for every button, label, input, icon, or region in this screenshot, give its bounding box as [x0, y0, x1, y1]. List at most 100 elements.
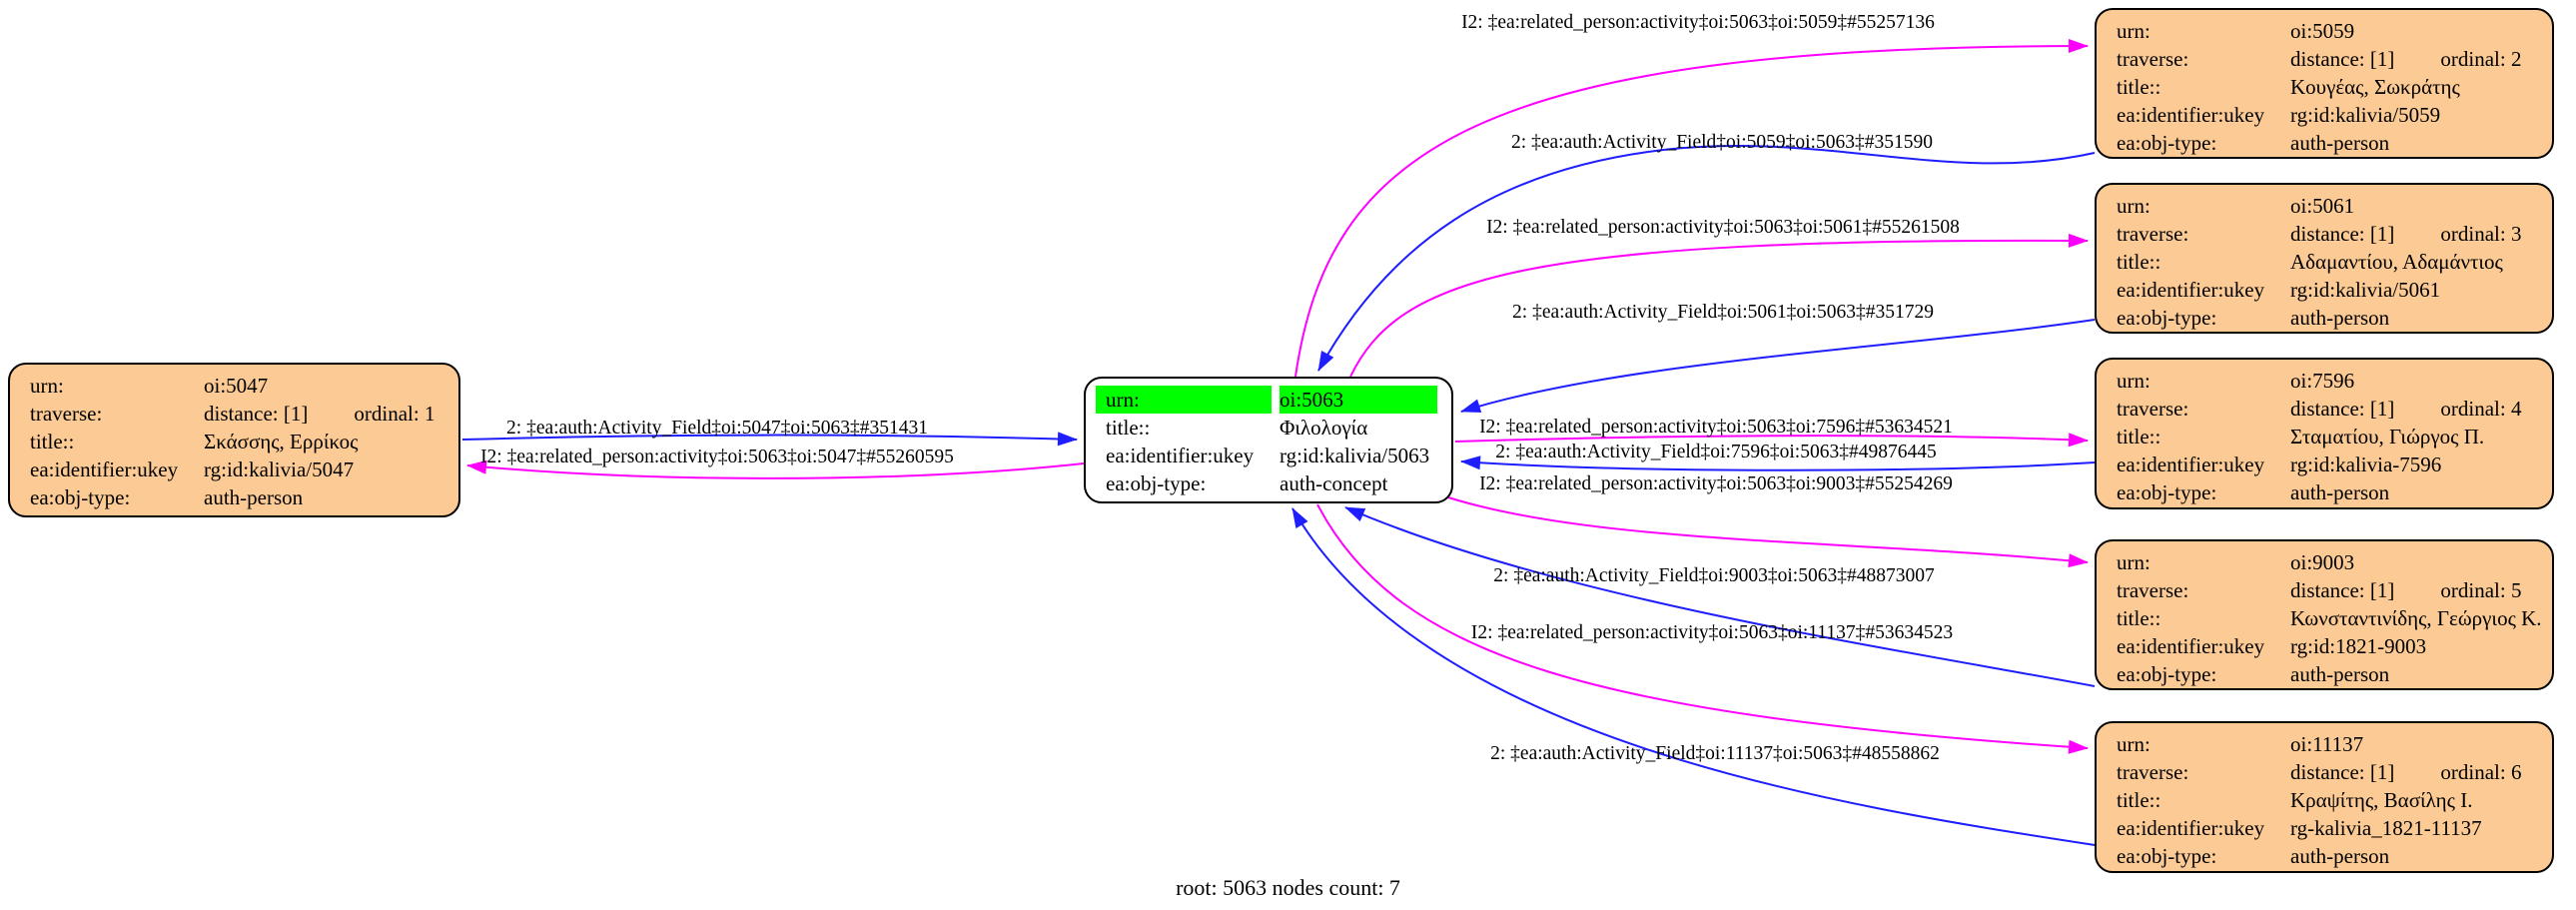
- field-label-ukey: ea:identifier:ukey: [2117, 816, 2265, 840]
- edge-label-m5061: I2: ‡ea:related_person:activity‡oi:5063‡…: [1486, 217, 1960, 238]
- traverse-distance: distance: [1]: [2290, 397, 2395, 421]
- edge-label-m9003: I2: ‡ea:related_person:activity‡oi:5063‡…: [1479, 473, 1953, 494]
- field-value-ukey: rg-kalivia_1821-11137: [2290, 816, 2482, 840]
- edge-label-m5059: I2: ‡ea:related_person:activity‡oi:5063‡…: [1461, 12, 1935, 33]
- edge-label-b5059: 2: ‡ea:auth:Activity_Field‡oi:5059‡oi:50…: [1511, 132, 1933, 153]
- field-value-urn: oi:7596: [2290, 369, 2355, 393]
- field-value-title: Κωνσταντινίδης, Γεώργιος Κ.: [2290, 606, 2542, 630]
- field-label-urn: urn:: [2117, 19, 2150, 43]
- field-value-traverse: distance: [1] ordinal: 5: [2290, 576, 2538, 604]
- field-label-traverse: traverse:: [2117, 578, 2189, 602]
- field-traverse: traverse:distance: [1]ordinal: 3: [2097, 220, 2552, 248]
- field-value-objtype: auth-person: [204, 485, 304, 509]
- field-label-traverse: traverse:: [2117, 760, 2189, 784]
- field-traverse: traverse: distance: [1] ordinal: 6: [2097, 758, 2552, 786]
- field-value-traverse: distance: [1]ordinal: 4: [2290, 395, 2538, 423]
- field-value-traverse: distance: [1] ordinal: 3: [2290, 220, 2538, 248]
- field-label-objtype: ea:obj-type:: [2117, 662, 2217, 686]
- field-value-objtype: auth-person: [2290, 480, 2390, 504]
- field-urn: urn:oi:9003: [2097, 548, 2552, 576]
- edge-m7596: [1454, 433, 2089, 448]
- field-label-title: title::: [2117, 250, 2161, 274]
- edge-b5061: [1460, 319, 2096, 413]
- field-traverse: traverse:distance: [1]ordinal: 1: [10, 400, 458, 428]
- field-value-urn: oi:5063: [1280, 386, 1437, 414]
- edge-label-m11137: I2: ‡ea:related_person:activity‡oi:5063‡…: [1470, 622, 1954, 643]
- field-title: title::Αδαμαντίου, Αδαμάντιος: [2097, 248, 2552, 276]
- field-label-title: title::: [2117, 425, 2161, 449]
- field-value-objtype: auth-person: [2290, 131, 2390, 155]
- field-value-ukey: rg:id:1821-9003: [2290, 634, 2427, 658]
- field-urn: urn: oi:5059: [2097, 17, 2552, 45]
- traverse-ordinal: ordinal: 6: [2440, 760, 2522, 784]
- field-label-title: title::: [2117, 606, 2161, 630]
- field-objtype: ea:obj-type:auth-person: [2097, 304, 2552, 332]
- field-label-objtype: ea:obj-type:: [2117, 131, 2217, 155]
- field-label-urn: urn:: [2117, 194, 2150, 218]
- traverse-distance: distance: [1]: [2290, 578, 2395, 602]
- field-value-objtype: auth-person: [2290, 306, 2390, 330]
- field-value-ukey: rg:id:kalivia/5059: [2290, 103, 2441, 127]
- field-value-urn: oi:5059: [2290, 19, 2355, 43]
- field-label-urn: urn:: [2117, 369, 2150, 393]
- field-traverse: traverse:distance: [1]ordinal: 2: [2097, 45, 2552, 73]
- node-11137[interactable]: urn: oi:11137 traverse: distance: [1] ordina…: [2095, 721, 2554, 873]
- field-label-objtype: ea:obj-type:: [30, 485, 131, 509]
- field-label-ukey: ea:identifier:ukey: [2117, 278, 2265, 302]
- edge-m9003: [1447, 496, 2089, 568]
- field-value-title: Κουγέας, Σωκράτης: [2290, 75, 2460, 99]
- field-value-title: Κραψίτης, Βασίλης Ι.: [2290, 788, 2473, 812]
- traverse-distance: distance: [1]: [2290, 47, 2395, 71]
- traverse-ordinal: ordinal: 5: [2440, 578, 2522, 602]
- edge-label-b7596: 2: ‡ea:auth:Activity_Field‡oi:7596‡oi:50…: [1495, 442, 1937, 462]
- field-ukey: ea:identifier:ukey rg:id:kalivia-7596: [2097, 451, 2552, 478]
- field-title: title::Κραψίτης, Βασίλης Ι.: [2097, 786, 2552, 814]
- graph-caption: root: 5063 nodes count: 7: [1176, 875, 1400, 900]
- edge-label-b5047: 2: ‡ea:auth:Activity_Field‡oi:5047‡oi:50…: [506, 418, 928, 439]
- field-label-traverse: traverse:: [30, 402, 103, 426]
- field-traverse: traverse: distance: [1] ordinal: 5: [2097, 576, 2552, 604]
- field-traverse: traverse:distance: [1]ordinal: 4: [2097, 395, 2552, 423]
- field-ukey: ea:identifier:ukey rg-kalivia_1821-11137: [2097, 814, 2552, 842]
- traverse-ordinal: ordinal: 3: [2440, 222, 2522, 246]
- field-label-traverse: traverse:: [2117, 47, 2189, 71]
- traverse-distance: distance: [1]: [2290, 222, 2395, 246]
- field-title: title::Σκάσσης, Ερρίκος: [10, 428, 458, 455]
- edge-label-m5047: I2: ‡ea:related_person:activity‡oi:5063‡…: [480, 447, 954, 467]
- field-urn: urn: oi:5063: [1086, 386, 1451, 414]
- field-objtype: ea:obj-type:auth-person: [2097, 660, 2552, 688]
- field-value-ukey: rg:id:kalivia-7596: [2290, 453, 2442, 476]
- field-title: title::Κωνσταντινίδης, Γεώργιος Κ.: [2097, 604, 2552, 632]
- field-value-title: Σταματίου, Γιώργος Π.: [2290, 425, 2485, 449]
- field-title: title::Κουγέας, Σωκράτης: [2097, 73, 2552, 101]
- field-value-title: Αδαμαντίου, Αδαμάντιος: [2290, 250, 2503, 274]
- field-value-urn: oi:9003: [2290, 550, 2355, 574]
- field-value-urn: oi:5061: [2290, 194, 2355, 218]
- field-label-title: title::: [30, 430, 75, 454]
- traverse-distance: distance: [1]: [2290, 760, 2395, 784]
- edge-b5059: [1317, 145, 2096, 372]
- field-value-urn: oi:11137: [2290, 732, 2364, 756]
- field-value-ukey: rg:id:kalivia/5047: [204, 457, 355, 481]
- traverse-ordinal: ordinal: 1: [354, 402, 435, 426]
- field-label-urn: urn:: [2117, 732, 2150, 756]
- field-label-title: title::: [1106, 416, 1151, 440]
- field-label-ukey: ea:identifier:ukey: [2117, 453, 2265, 476]
- field-label-urn: urn:: [1096, 386, 1272, 414]
- edge-label-b5061: 2: ‡ea:auth:Activity_Field‡oi:5061‡oi:50…: [1512, 302, 1934, 323]
- field-objtype: ea:obj-type:auth-concept: [1086, 469, 1451, 497]
- field-title: title::Σταματίου, Γιώργος Π.: [2097, 423, 2552, 451]
- field-label-objtype: ea:obj-type:: [2117, 480, 2217, 504]
- field-urn: urn: oi:11137: [2097, 730, 2552, 758]
